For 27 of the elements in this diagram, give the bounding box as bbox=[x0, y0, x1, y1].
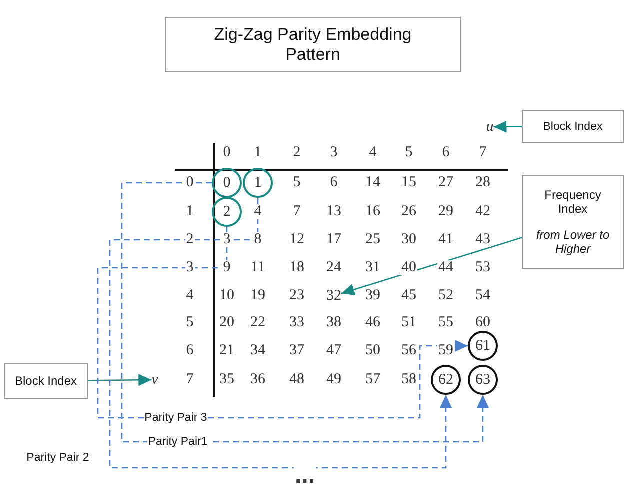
callout-box bbox=[522, 175, 624, 269]
circled-number: 0 bbox=[212, 168, 242, 198]
arrow bbox=[494, 120, 522, 133]
edge-label: Parity Pair1 bbox=[147, 436, 209, 448]
table-value: 32 bbox=[326, 288, 342, 304]
circled-number: 2 bbox=[212, 197, 242, 227]
circled-number: 1 bbox=[243, 168, 273, 198]
circled-number: 63 bbox=[468, 365, 498, 395]
arrow bbox=[341, 237, 522, 296]
label-box: Block Index bbox=[522, 110, 624, 143]
edge-label: Parity Pair 3 bbox=[144, 412, 208, 424]
title-box: Zig-Zag Parity Embedding Pattern bbox=[165, 17, 461, 72]
label-box: Block Index bbox=[4, 363, 88, 399]
dashed-arrow bbox=[121, 182, 489, 443]
callout-text: Frequency Index bbox=[544, 188, 602, 216]
dashed-arrow bbox=[109, 198, 452, 469]
axis-variable: v bbox=[152, 372, 158, 388]
table-value: 4 bbox=[253, 204, 263, 220]
dashed-arrow bbox=[97, 227, 468, 419]
arrow bbox=[88, 374, 152, 386]
callout-note: from Lower to Higher bbox=[535, 228, 611, 256]
table-value: 3 bbox=[222, 232, 232, 248]
table-value: 40 bbox=[400, 260, 418, 276]
table-value: 43 bbox=[474, 232, 492, 248]
circled-number: 62 bbox=[431, 365, 461, 395]
axis-variable: u bbox=[486, 120, 494, 134]
edge-label: Parity Pair 2 bbox=[26, 452, 90, 464]
